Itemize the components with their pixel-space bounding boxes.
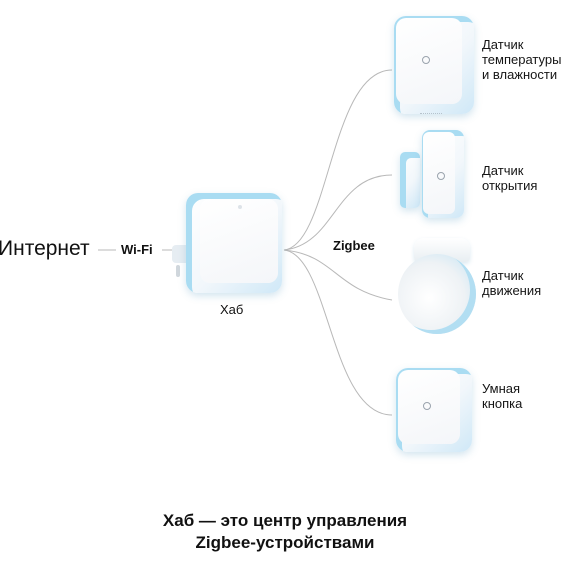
hub-label: Хаб xyxy=(220,302,244,317)
device-label-motion: Датчик движения xyxy=(482,268,542,298)
hub-device xyxy=(172,193,282,293)
zigbee-label: Zigbee xyxy=(333,238,375,253)
power-icon xyxy=(423,402,431,410)
hub-pin xyxy=(176,265,180,277)
device-label-button: Умная кнопка xyxy=(482,381,523,411)
wifi-label: Wi-Fi xyxy=(121,242,153,257)
door-sensor-device xyxy=(400,130,466,218)
motion-sensor-dome xyxy=(398,254,476,334)
power-icon xyxy=(422,56,430,64)
zigbee-line-temperature xyxy=(283,69,393,251)
sensor-vent xyxy=(420,113,442,117)
temperature-sensor-device xyxy=(394,16,474,114)
motion-sensor-device xyxy=(394,238,478,334)
internet-label: Интернет xyxy=(0,237,90,260)
power-icon xyxy=(437,172,445,180)
caption: Хаб — это центр управления Zigbee-устрой… xyxy=(162,511,408,552)
device-label-temperature: Датчик температуры и влажности xyxy=(482,37,562,82)
zigbee-line-door xyxy=(283,174,393,251)
smart-button-device xyxy=(396,368,472,452)
device-label-door: Датчик открытия xyxy=(482,163,538,193)
hub-indicator xyxy=(238,205,242,209)
zigbee-line-button xyxy=(283,249,393,416)
hub-plug xyxy=(172,245,188,263)
zigbee-line-motion xyxy=(283,249,393,301)
